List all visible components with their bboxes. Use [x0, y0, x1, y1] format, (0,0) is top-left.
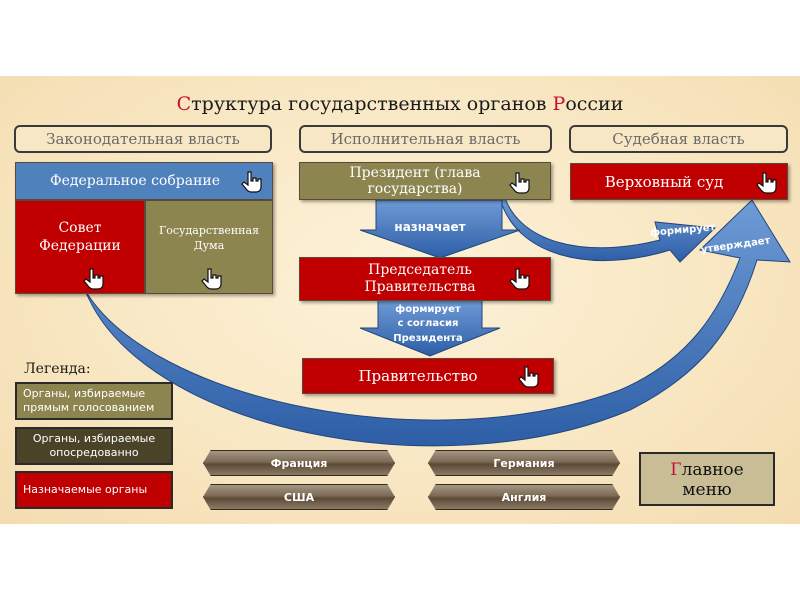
country-button-germany[interactable]: Германия [428, 450, 620, 476]
appoints-label: назначает [394, 220, 465, 234]
country-button-usa[interactable]: США [203, 484, 395, 510]
state-duma-label: Государственная Дума [158, 224, 260, 252]
forms-consent-label-2: с согласия [398, 318, 459, 329]
federal-assembly-box[interactable]: Федеральное собрание [15, 162, 273, 200]
supreme-court-box[interactable]: Верховный суд [570, 163, 788, 200]
federal-assembly-label: Федеральное собрание [49, 173, 221, 189]
main-menu-label-2: меню [682, 480, 732, 500]
pointing-hand-icon [518, 366, 539, 388]
forms-consent-label-3: Президента [393, 333, 462, 344]
federation-council-label: Совет Федерации [39, 220, 121, 254]
forms-consent-arrow [359, 299, 501, 357]
chairman-box[interactable]: Председатель Правительства [299, 257, 551, 301]
branch-legislative[interactable]: Законодательная власть [14, 125, 272, 153]
country-button-england[interactable]: Англия [428, 484, 620, 510]
main-menu-label-1: лавное [681, 460, 744, 480]
president-box[interactable]: Президент (глава государства) [299, 162, 551, 200]
supreme-court-label: Верховный суд [604, 172, 724, 191]
legend-appointed: Назначаемые органы [15, 471, 173, 509]
chairman-label: Председатель Правительства [364, 262, 476, 295]
forms-consent-label-1: формирует [395, 303, 461, 315]
government-box[interactable]: Правительство [302, 358, 554, 394]
pointing-hand-icon [241, 171, 262, 193]
pointing-hand-icon [756, 172, 777, 194]
state-duma-box[interactable]: Государственная Дума [145, 200, 273, 294]
main-menu-button[interactable]: Главное меню [639, 452, 775, 506]
federation-council-box[interactable]: Совет Федерации [15, 200, 145, 294]
main-menu-cap: Г [670, 460, 682, 480]
pointing-hand-icon [83, 268, 104, 290]
forms-arrow [499, 197, 717, 263]
forms-label: формирует [650, 221, 716, 239]
approves-arrow [84, 199, 791, 447]
pointing-hand-icon [509, 268, 530, 290]
pointing-hand-icon [201, 268, 222, 290]
page-title: Структура государственных органов России [176, 93, 624, 115]
pointing-hand-icon [509, 172, 530, 194]
branch-executive[interactable]: Исполнительная власть [299, 125, 552, 153]
country-button-france[interactable]: Франция [203, 450, 395, 476]
legend-direct: Органы, избираемые прямым голосованием [15, 382, 173, 420]
branch-judicial[interactable]: Судебная власть [569, 125, 788, 153]
appoints-arrow [359, 199, 521, 259]
president-label: Президент (глава государства) [349, 165, 481, 197]
government-label: Правительство [358, 367, 478, 385]
legend-indirect: Органы, избираемые опосредованно [15, 427, 173, 465]
legend-title: Легенда: [24, 361, 91, 377]
